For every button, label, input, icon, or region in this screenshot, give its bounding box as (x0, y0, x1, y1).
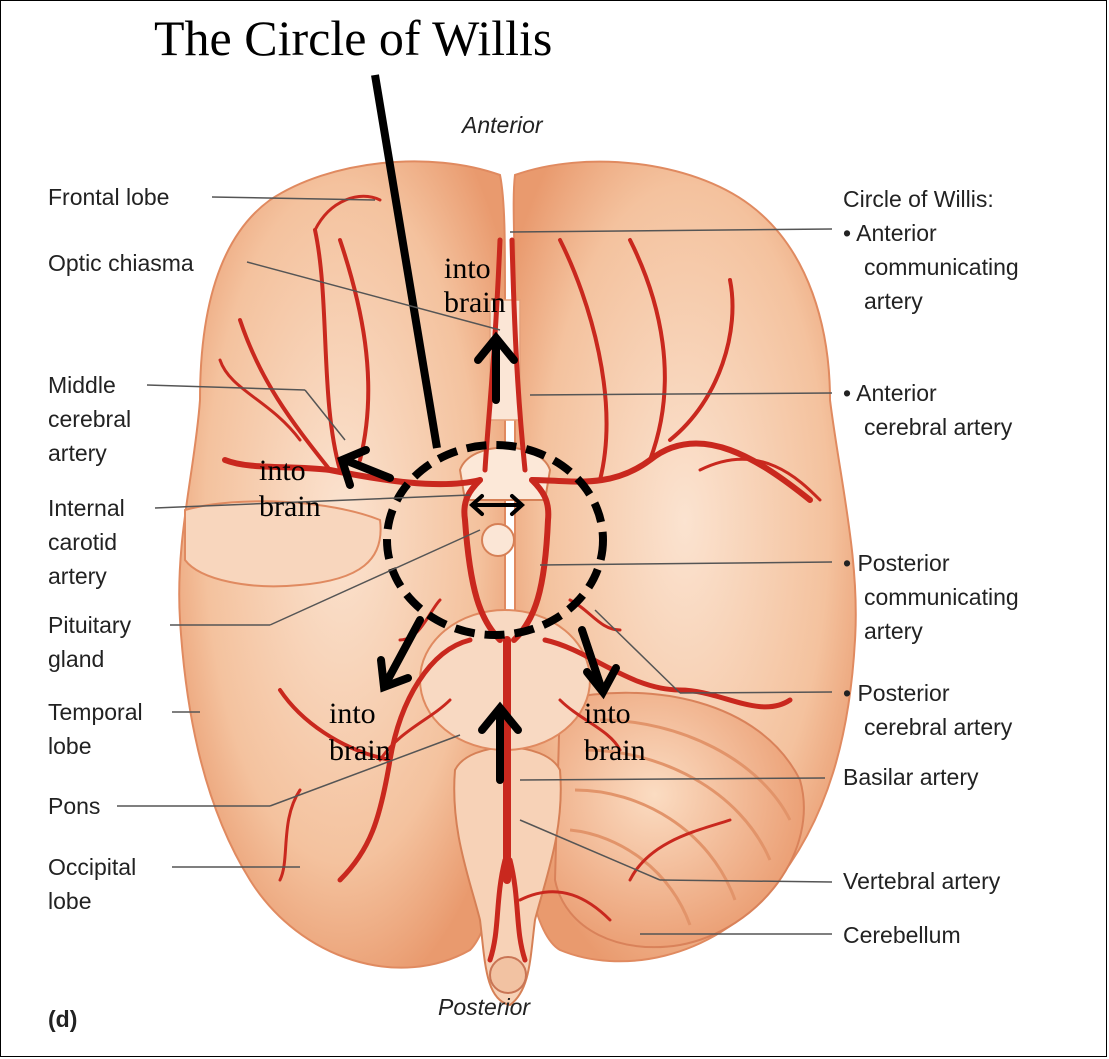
posterior-label: Posterior (438, 994, 530, 1021)
into-brain-left-2: brain (259, 490, 321, 524)
pituitary-label-1: Pituitary (48, 610, 131, 641)
panel-label: (d) (48, 1004, 77, 1035)
temporal-label-1: Temporal (48, 697, 143, 728)
pituitary-label-2: gland (48, 644, 104, 675)
into-brain-lower-right-1: into (584, 697, 631, 731)
posterior-communicating-label-2: communicating (864, 582, 1019, 613)
anterior-cerebral-label-2: cerebral artery (864, 412, 1012, 443)
internal-carotid-label-3: artery (48, 561, 107, 592)
into-brain-lower-left-2: brain (329, 734, 391, 768)
middle-cerebral-label-2: cerebral (48, 404, 131, 435)
internal-carotid-label-2: carotid (48, 527, 117, 558)
into-brain-top-1: into (444, 252, 491, 286)
posterior-cerebral-label-1: • Posterior (843, 678, 949, 709)
posterior-communicating-label-3: artery (864, 616, 923, 647)
anterior-communicating-label-1: • Anterior (843, 218, 937, 249)
middle-cerebral-label-3: artery (48, 438, 107, 469)
frontal-lobe-label: Frontal lobe (48, 182, 169, 213)
into-brain-lower-right-2: brain (584, 734, 646, 768)
posterior-communicating-label-1: • Posterior (843, 548, 949, 579)
middle-cerebral-label-1: Middle (48, 370, 116, 401)
pons-label: Pons (48, 791, 100, 822)
anterior-communicating-label-3: artery (864, 286, 923, 317)
into-brain-top-2: brain (444, 286, 506, 320)
occipital-label-1: Occipital (48, 852, 136, 883)
temporal-label-2: lobe (48, 731, 91, 762)
vertebral-label: Vertebral artery (843, 866, 1000, 897)
occipital-label-2: lobe (48, 886, 91, 917)
anterior-cerebral-label-1: • Anterior (843, 378, 937, 409)
posterior-cerebral-label-2: cerebral artery (864, 712, 1012, 743)
optic-chiasma-label: Optic chiasma (48, 248, 194, 279)
into-brain-left-1: into (259, 454, 306, 488)
internal-carotid-label-1: Internal (48, 493, 125, 524)
anterior-communicating-label-2: communicating (864, 252, 1019, 283)
cerebellum-label: Cerebellum (843, 920, 961, 951)
into-brain-lower-left-1: into (329, 697, 376, 731)
page-title: The Circle of Willis (154, 8, 552, 68)
circle-of-willis-heading: Circle of Willis: (843, 184, 994, 215)
basilar-label: Basilar artery (843, 762, 978, 793)
anterior-label: Anterior (462, 112, 543, 139)
